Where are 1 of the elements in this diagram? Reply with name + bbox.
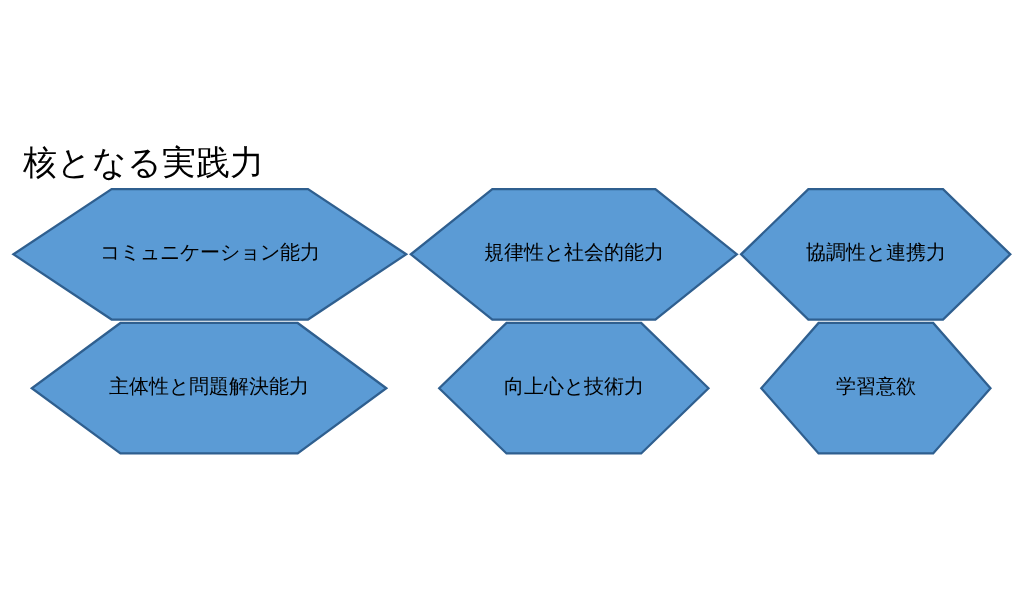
- diagram-title: 核となる実践力: [22, 141, 264, 182]
